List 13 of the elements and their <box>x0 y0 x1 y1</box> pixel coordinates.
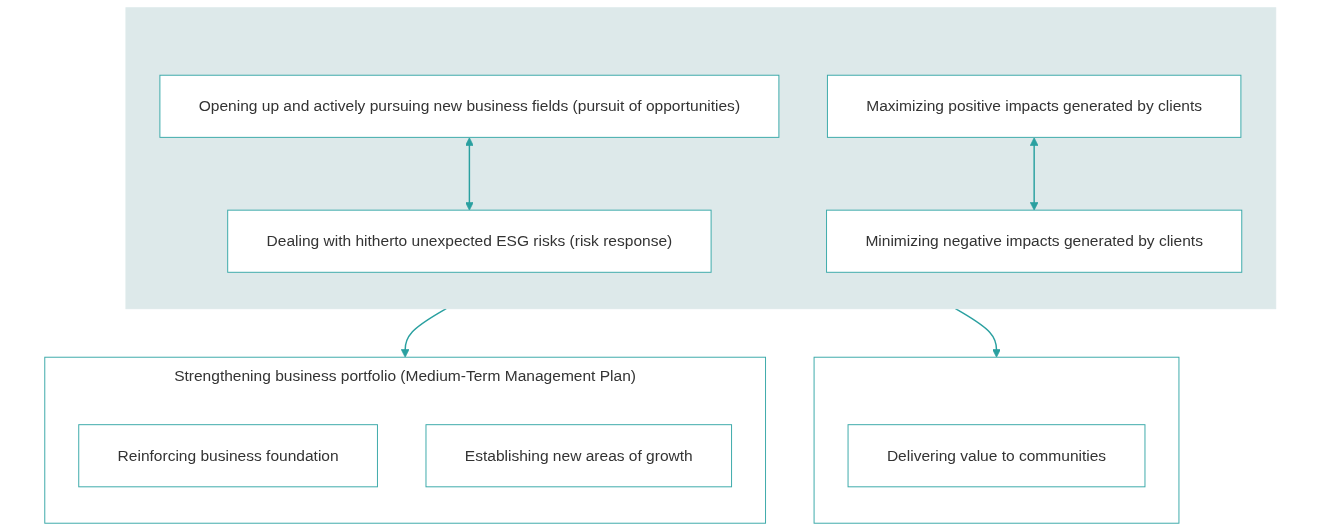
arrow <box>954 307 1001 358</box>
node-box: Establishing new areas of growth <box>425 424 733 488</box>
arrow <box>1030 137 1039 211</box>
node-box: Delivering value to communities <box>847 424 1146 488</box>
cluster <box>125 7 1277 310</box>
arrow <box>401 307 448 358</box>
arrow <box>465 137 474 211</box>
node-box: Reinforcing business foundation <box>78 424 379 488</box>
cluster <box>813 356 1180 524</box>
node-box: Maximizing positive impacts generated by clients <box>827 74 1242 138</box>
node-box: Opening up and actively pursuing new business fields (pursuit of opportunities) <box>159 74 780 138</box>
node-box: Dealing with hitherto unexpected ESG risks (risk response) <box>227 209 712 273</box>
node-box: Minimizing negative impacts generated by clients <box>826 209 1243 273</box>
